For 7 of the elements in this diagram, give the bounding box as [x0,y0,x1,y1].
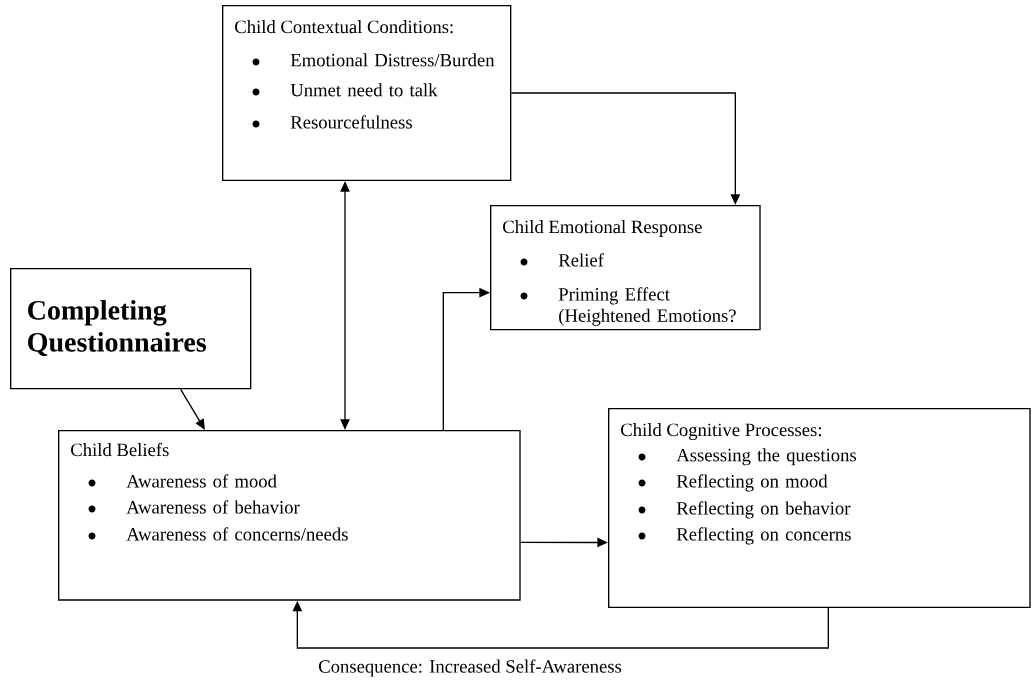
text-box: Completing Questionnaires [10,268,252,390]
edge-label: Consequence: Increased Self-Awareness [316,658,624,678]
text-box: Child Beliefs Awareness of mood Awareness of behavior Awareness of concerns/needs [58,430,521,601]
arrow [180,388,205,430]
text-box: Child Contextual Conditions: Emotional Distress/Burden Unmet need to talk Resourcefulness [222,5,512,181]
text-box: Child Emotional Response Relief Priming Effect (Heightened Emotions? [490,205,761,331]
text-box: Child Cognitive Processes: Assessing the questions Reflecting on mood Reflecting on behavior Reflecting on concerns [608,408,1031,608]
